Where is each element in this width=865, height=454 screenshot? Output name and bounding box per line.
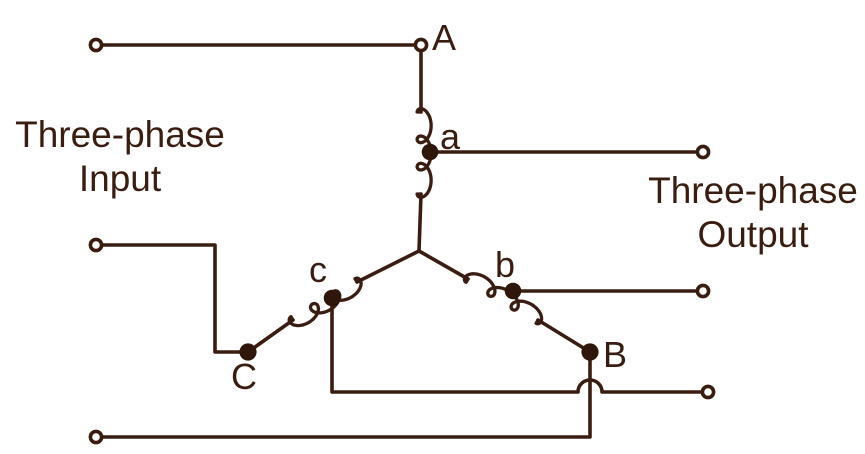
terminal-input-1 xyxy=(88,37,104,53)
caption-input-line2: Input xyxy=(78,157,162,199)
terminal-A xyxy=(413,37,429,53)
label-node-B: B xyxy=(603,334,628,375)
junction-dots xyxy=(239,143,599,361)
caption-three-phase-output: Three-phase Output xyxy=(642,169,864,256)
wire-tap-c-to-output3-with-hop xyxy=(330,296,710,394)
wire-coil-a-to-center xyxy=(417,192,423,253)
wire-input2-to-C xyxy=(94,243,250,354)
junction-dot-b xyxy=(504,282,522,300)
junction-dot-B xyxy=(581,343,599,361)
caption-output-line2: Output xyxy=(697,213,809,255)
junction-dot-C xyxy=(239,343,257,361)
terminal-input-2 xyxy=(88,237,104,253)
wire-center-to-coil-c xyxy=(355,249,421,284)
wire-B-to-input3 xyxy=(94,350,592,439)
junction-dot-c xyxy=(323,289,341,307)
wire-coil-c-to-C xyxy=(246,318,295,354)
label-node-b: b xyxy=(495,244,516,285)
terminals xyxy=(88,37,716,445)
wire-center-to-coil-b xyxy=(417,249,470,281)
label-node-C: C xyxy=(231,356,257,397)
junction-dot-a xyxy=(421,143,439,161)
caption-input-line1: Three-phase xyxy=(15,114,225,155)
caption-three-phase-input: Three-phase Input xyxy=(5,113,235,200)
terminal-output-3 xyxy=(700,384,716,400)
terminal-output-1 xyxy=(695,144,711,160)
terminal-input-3 xyxy=(88,429,104,445)
label-node-c: c xyxy=(309,249,327,290)
wires xyxy=(94,43,710,439)
label-node-A: A xyxy=(432,17,457,58)
caption-output-line1: Three-phase xyxy=(648,170,858,211)
label-node-a: a xyxy=(440,116,461,157)
wire-coil-b-to-B xyxy=(536,318,592,354)
terminal-output-2 xyxy=(695,283,711,299)
